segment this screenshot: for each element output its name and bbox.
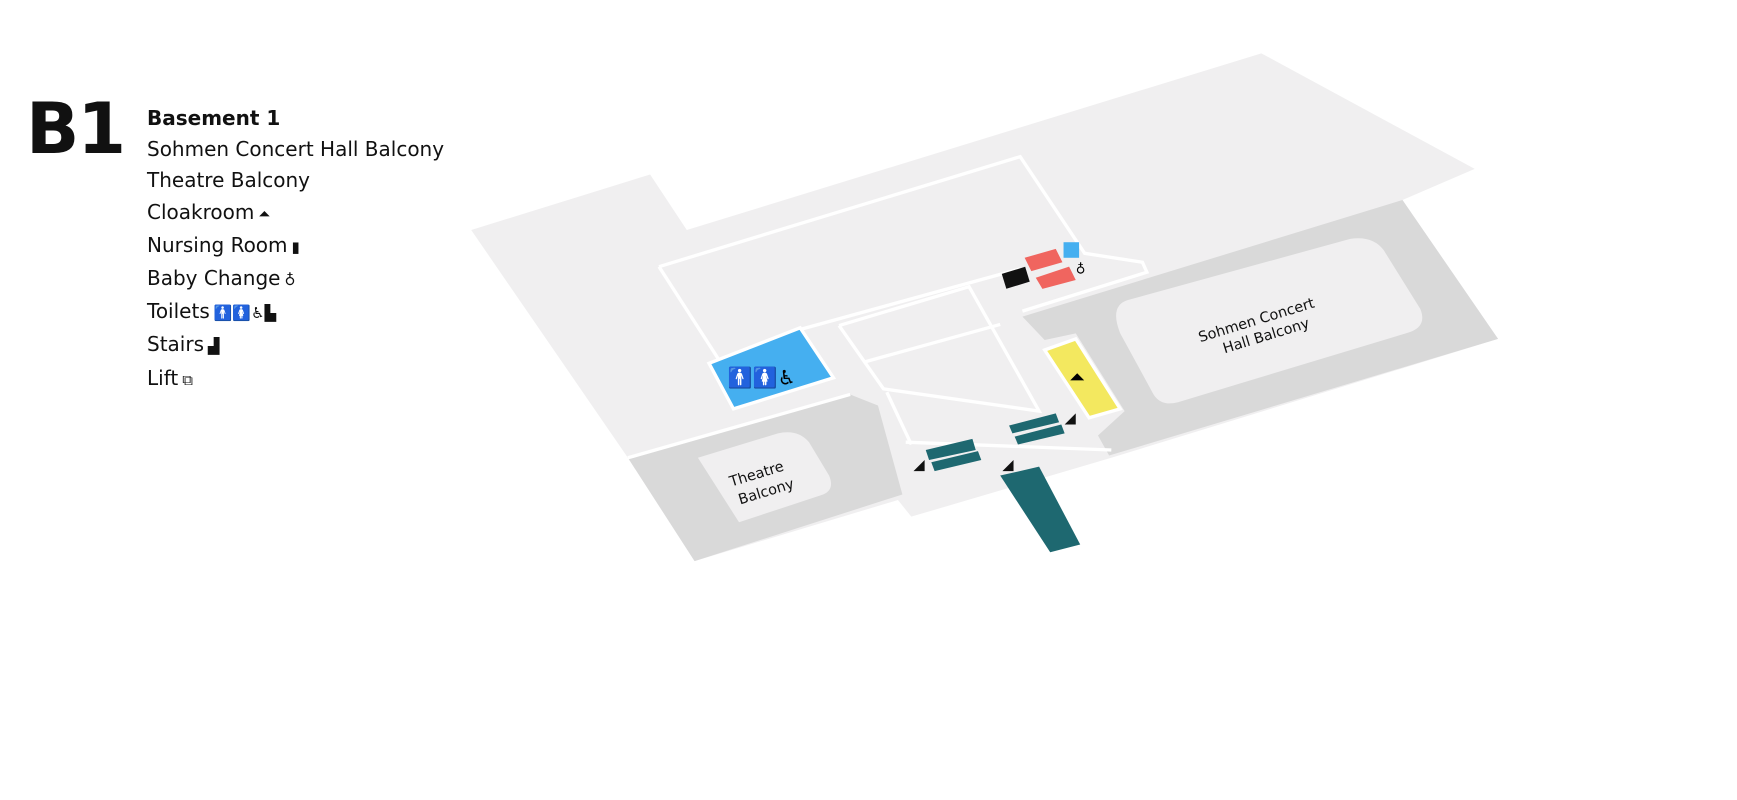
room-walls [627, 154, 1150, 460]
lift-icon: ⧉ [182, 370, 193, 389]
bottle-icon: ▮ [291, 237, 300, 256]
baby-change-icon: ♁ [284, 271, 296, 290]
legend: Basement 1 Sohmen Concert Hall Balcony T… [147, 103, 444, 396]
legend-item-cloakroom[interactable]: Cloakroom⏶ [147, 197, 444, 230]
legend-item-baby-change[interactable]: Baby Change♁ [147, 263, 444, 296]
cloakroom[interactable] [1042, 336, 1123, 420]
legend-label: Stairs [147, 332, 204, 357]
legend-item-toilets[interactable]: Toilets🚹🚺♿▙ [147, 296, 444, 329]
legend-item-stairs[interactable]: Stairs▟ [147, 329, 444, 362]
stairs-icon: ▟ [208, 337, 220, 356]
legend-title: Basement 1 [147, 106, 281, 130]
legend-label: Cloakroom [147, 199, 255, 224]
theatre-balcony[interactable] [697, 432, 832, 523]
concert-hall-balcony[interactable] [1116, 238, 1423, 404]
legend-item-nursing-room[interactable]: Nursing Room▮ [147, 230, 444, 263]
baby-change-icon: ♁ [1076, 261, 1086, 277]
legend-label: Theatre Balcony [147, 168, 311, 193]
lift-icon[interactable] [1001, 266, 1030, 289]
toilet-icons: 🚹🚺♿ [728, 365, 796, 389]
hanger-icon: ⏶ [258, 204, 271, 223]
legend-item-theatre[interactable]: Theatre Balcony [147, 165, 444, 196]
accessible-toilet-1[interactable] [1024, 248, 1063, 272]
toilets-room[interactable] [706, 325, 837, 411]
legend-label: Nursing Room [147, 232, 288, 257]
hanger-icon: ⏶ [1069, 364, 1085, 388]
legend-label: Sohmen Concert Hall Balcony [147, 137, 445, 162]
legend-item-lift[interactable]: Lift⧉ [147, 363, 444, 396]
legend-label: Baby Change [147, 266, 281, 291]
stairs[interactable] [925, 413, 1081, 553]
legend-label: Lift [147, 365, 179, 390]
nursing-room[interactable] [1063, 242, 1080, 258]
legend-item-concert-hall[interactable]: Sohmen Concert Hall Balcony [147, 134, 444, 165]
toilet-icons: 🚹🚺♿▙ [213, 304, 277, 323]
accessible-toilet-2[interactable] [1035, 266, 1076, 289]
floor-code: B1 [26, 88, 126, 170]
legend-label: Toilets [147, 299, 210, 324]
